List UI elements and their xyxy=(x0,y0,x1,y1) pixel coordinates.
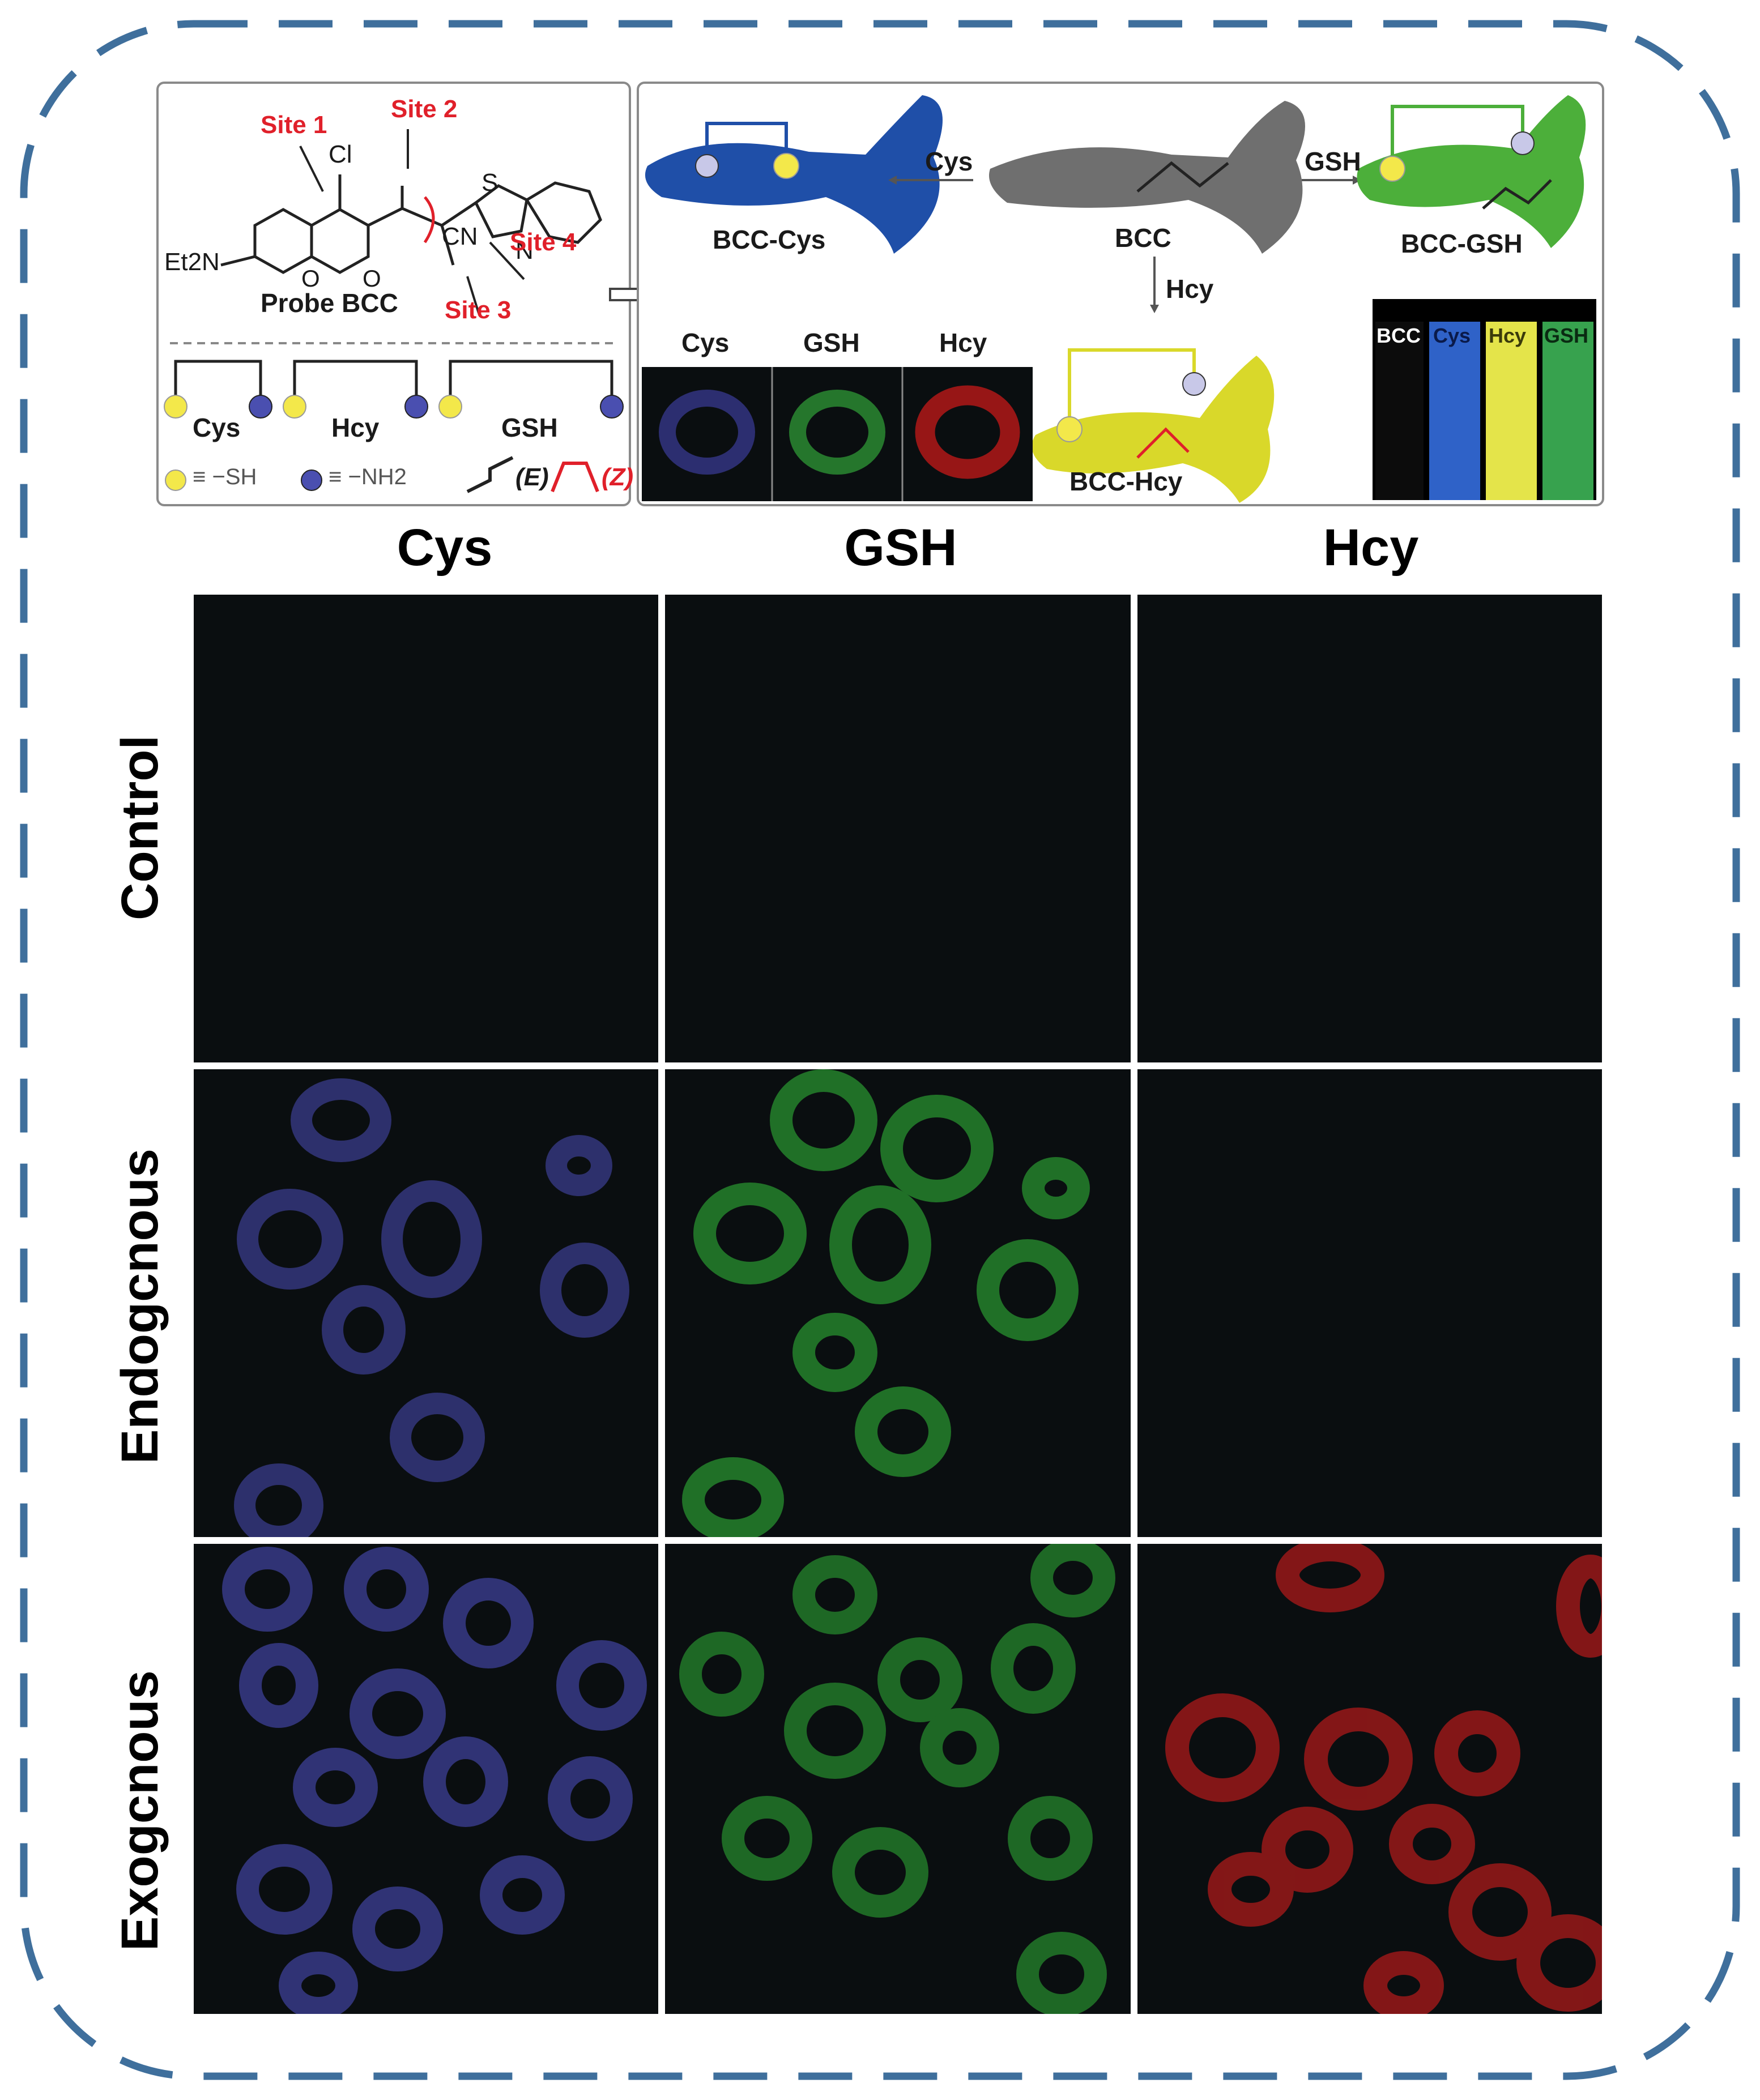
probe-structure-drawing xyxy=(164,129,624,493)
vial-label-hcy: Hcy xyxy=(1489,324,1527,347)
site3-label: Site 3 xyxy=(445,296,512,324)
micrograph-control-cys xyxy=(194,595,658,1062)
group-et2n: Et2N xyxy=(164,248,220,276)
column-header-gsh: GSH xyxy=(844,519,957,577)
probe-structure-panel: Cl S N O O CN Et2N Site 1 Site 2 Site 3 … xyxy=(156,82,634,506)
micrograph-exogenous-hcy xyxy=(1137,1544,1602,2014)
probe-name: Probe BCC xyxy=(261,288,398,318)
vial-label-bcc: BCC xyxy=(1377,324,1421,347)
row-header-endogcnous: Endogcnous xyxy=(111,1148,169,1464)
legend-nh2: ≡ −NH2 xyxy=(329,464,407,489)
atom-o2: O xyxy=(363,265,381,292)
thiol-cys-label: Cys xyxy=(193,413,241,442)
atom-cl: Cl xyxy=(329,140,352,168)
legend-z: (Z) xyxy=(602,463,634,491)
atom-o1: O xyxy=(301,265,320,292)
micrograph-control-hcy xyxy=(1137,595,1602,1062)
atom-s: S xyxy=(481,169,498,197)
arrow-gsh-label: GSH xyxy=(1305,147,1361,176)
vial-label-gsh: GSH xyxy=(1544,324,1589,347)
bcc-cys-label: BCC-Cys xyxy=(713,225,826,254)
thiol-gsh-label: GSH xyxy=(501,413,558,442)
atom-n: N xyxy=(515,237,534,264)
column-header-cys: Cys xyxy=(397,519,493,577)
micrograph-endogenous-hcy xyxy=(1137,1069,1602,1537)
vial-label-cys: Cys xyxy=(1433,324,1471,347)
arrow-hcy-label: Hcy xyxy=(1166,274,1214,304)
group-cn: CN xyxy=(442,223,478,250)
mini-hcy-label: Hcy xyxy=(939,328,987,357)
arrow-cys-label: Cys xyxy=(925,147,973,176)
bcc-hcy-label: BCC-Hcy xyxy=(1069,467,1183,496)
micrograph-control-gsh xyxy=(665,595,1131,1062)
micrograph-endogenous-cys xyxy=(194,1069,658,1537)
mini-gsh-label: GSH xyxy=(803,328,860,357)
mechanism-panel: BCC-Cys BCC BCC-GSH BCC-Hcy Cys GSH Hcy … xyxy=(637,82,1604,506)
legend-e: (E) xyxy=(515,463,549,491)
micrograph-endogenous-gsh xyxy=(665,1069,1131,1537)
legend-sh: ≡ −SH xyxy=(193,464,257,489)
bcc-label: BCC xyxy=(1115,223,1171,253)
site4-label: Site 4 xyxy=(510,228,577,256)
micrograph-grid xyxy=(194,595,1602,2014)
site1-label: Site 1 xyxy=(261,111,327,139)
row-header-exogcnous: Exogcnous xyxy=(111,1670,169,1951)
mechanism-drawing xyxy=(642,95,1596,503)
thiol-hcy-label: Hcy xyxy=(331,413,380,442)
mini-cys-label: Cys xyxy=(681,328,730,357)
micrograph-exogenous-gsh xyxy=(665,1544,1131,2014)
row-header-control: Control xyxy=(111,735,169,920)
site2-label: Site 2 xyxy=(391,95,458,123)
column-header-hcy: Hcy xyxy=(1323,519,1419,577)
bcc-gsh-label: BCC-GSH xyxy=(1401,229,1523,258)
micrograph-exogenous-cys xyxy=(194,1544,658,2014)
